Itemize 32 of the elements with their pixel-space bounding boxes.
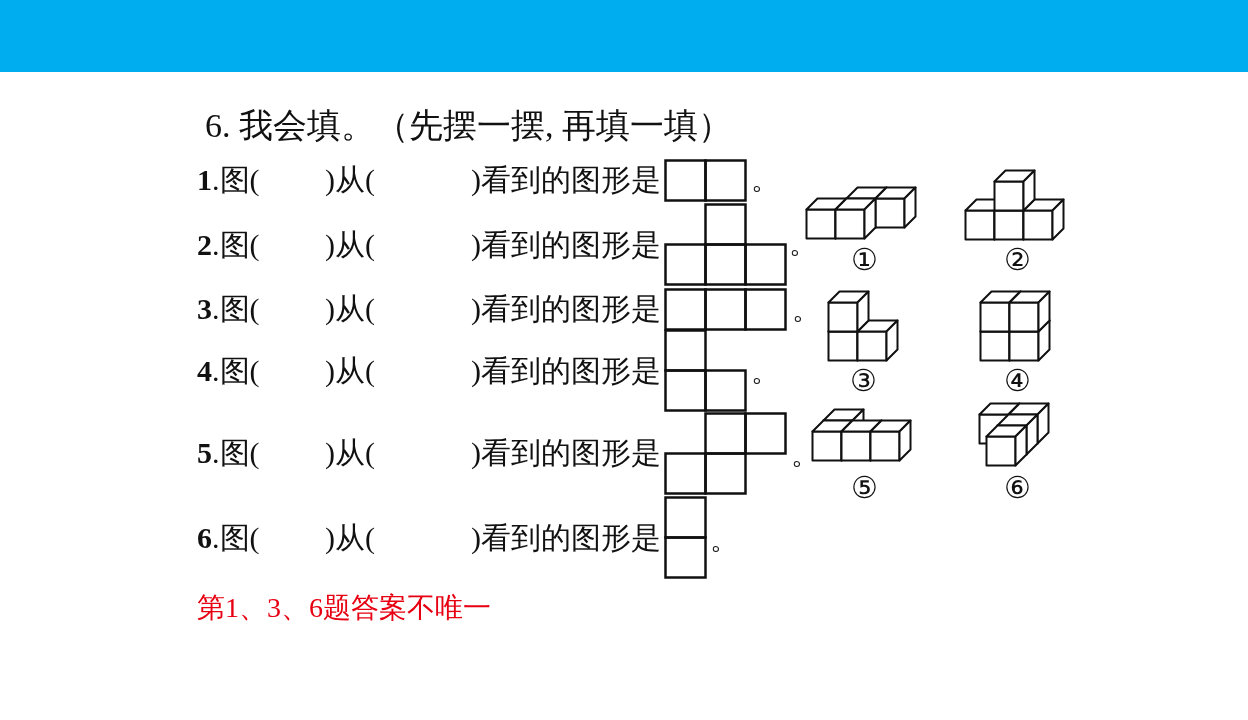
figure-number: ⑥ [1002, 473, 1032, 503]
question-text: 2.图( [197, 230, 260, 260]
figure-number: ① [849, 245, 879, 275]
question-text: )从( [325, 230, 375, 260]
question-text: )看到的图形是 [471, 438, 661, 468]
figure-number: ② [1002, 245, 1032, 275]
figure-number: ⑤ [849, 473, 879, 503]
sentence-period: 。 [751, 358, 779, 386]
sentence-period: 。 [751, 166, 779, 194]
answer-note: 第1、3、6题答案不唯一 [197, 594, 491, 622]
question-text: )看到的图形是 [471, 294, 661, 324]
sentence-period: 。 [789, 230, 817, 258]
sentence-period: 。 [710, 526, 738, 554]
question-text: 6.图( [197, 523, 260, 553]
question-text: )看到的图形是 [471, 356, 661, 386]
question-text: )从( [325, 523, 375, 553]
question-text: )从( [325, 438, 375, 468]
question-text: 4.图( [197, 356, 260, 386]
question-text: 1.图( [197, 165, 260, 195]
question-text: )从( [325, 294, 375, 324]
question-text: )从( [325, 356, 375, 386]
question-text: )看到的图形是 [471, 523, 661, 553]
question-text: )看到的图形是 [471, 230, 661, 260]
figure-number: ③ [848, 366, 878, 396]
question-text: 5.图( [197, 438, 260, 468]
question-text: 3.图( [197, 294, 260, 324]
figure-number: ④ [1002, 366, 1032, 396]
sentence-period: 。 [792, 296, 820, 324]
sentence-period: 。 [791, 441, 819, 469]
question-title: 6. 我会填。（先摆一摆, 再填一填） [205, 109, 732, 143]
question-text: )从( [325, 165, 375, 195]
question-text: )看到的图形是 [471, 165, 661, 195]
